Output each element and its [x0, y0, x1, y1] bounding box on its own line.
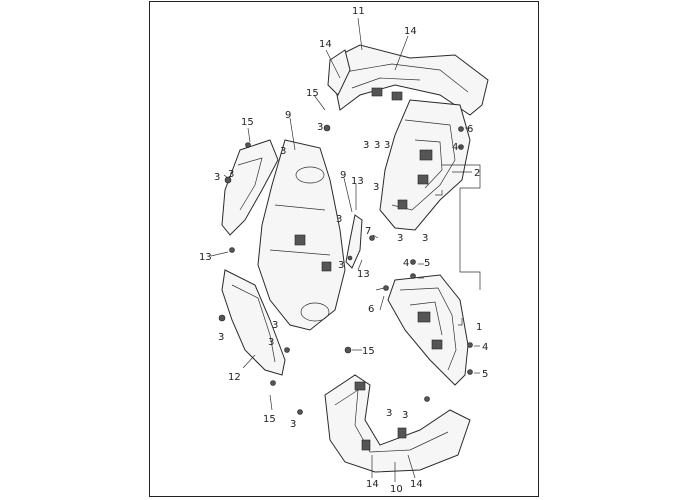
callout-3: 3	[374, 140, 380, 151]
center-cowl	[257, 139, 346, 331]
callout-3: 3	[338, 260, 344, 271]
callout-9: 9	[340, 170, 346, 181]
fasteners	[218, 124, 473, 415]
rear-top-panel	[327, 44, 489, 116]
callout-3: 3	[218, 332, 224, 343]
callout-2: 2	[474, 168, 480, 179]
callout-13: 13	[357, 269, 370, 280]
callout-3: 3	[336, 214, 342, 225]
callout-3: 3	[384, 140, 390, 151]
callout-12: 12	[228, 372, 241, 383]
lens-strip	[345, 214, 363, 269]
callout-3: 3	[373, 182, 379, 193]
callout-14: 14	[404, 26, 417, 37]
callout-3: 3	[397, 233, 403, 244]
callout-3: 3	[214, 172, 220, 183]
callout-3: 3	[228, 169, 234, 180]
leader-lines	[210, 17, 481, 482]
callout-3: 3	[290, 419, 296, 430]
callout-3: 3	[317, 122, 323, 133]
callout-14: 14	[319, 39, 332, 50]
callout-14: 14	[410, 479, 423, 490]
callout-3: 3	[280, 146, 286, 157]
callout-13: 13	[351, 176, 364, 187]
callout-3: 3	[268, 337, 274, 348]
left-upper-fairing	[221, 139, 279, 236]
callout-labels: 1 2 3 3 3 3 3 3 3 3 3 3 3 3 3 3 3 3 3 3 …	[199, 6, 488, 495]
callout-13: 13	[199, 252, 212, 263]
bottom-lower-panel	[324, 374, 471, 473]
callout-7: 7	[365, 226, 371, 237]
diagram-frame	[149, 1, 539, 497]
callout-3: 3	[386, 408, 392, 419]
callout-4: 4	[403, 258, 409, 269]
left-lower-fairing	[221, 269, 286, 376]
callout-3: 3	[272, 320, 278, 331]
callout-1: 1	[476, 322, 482, 333]
callout-5: 5	[424, 258, 430, 269]
callout-5: 5	[482, 369, 488, 380]
right-lower-bracket	[387, 274, 469, 386]
callout-11: 11	[352, 6, 365, 17]
callout-15: 15	[263, 414, 276, 425]
callout-15: 15	[362, 346, 375, 357]
callout-6: 6	[368, 304, 374, 315]
callout-3: 3	[363, 140, 369, 151]
callout-9: 9	[285, 110, 291, 121]
callout-15: 15	[306, 88, 319, 99]
callout-6: 6	[467, 124, 473, 135]
callout-15: 15	[241, 117, 254, 128]
callout-4: 4	[452, 142, 458, 153]
callout-4: 4	[482, 342, 488, 353]
callout-3: 3	[422, 233, 428, 244]
callout-14: 14	[366, 479, 379, 490]
callout-10: 10	[390, 484, 403, 495]
callout-3: 3	[402, 410, 408, 421]
